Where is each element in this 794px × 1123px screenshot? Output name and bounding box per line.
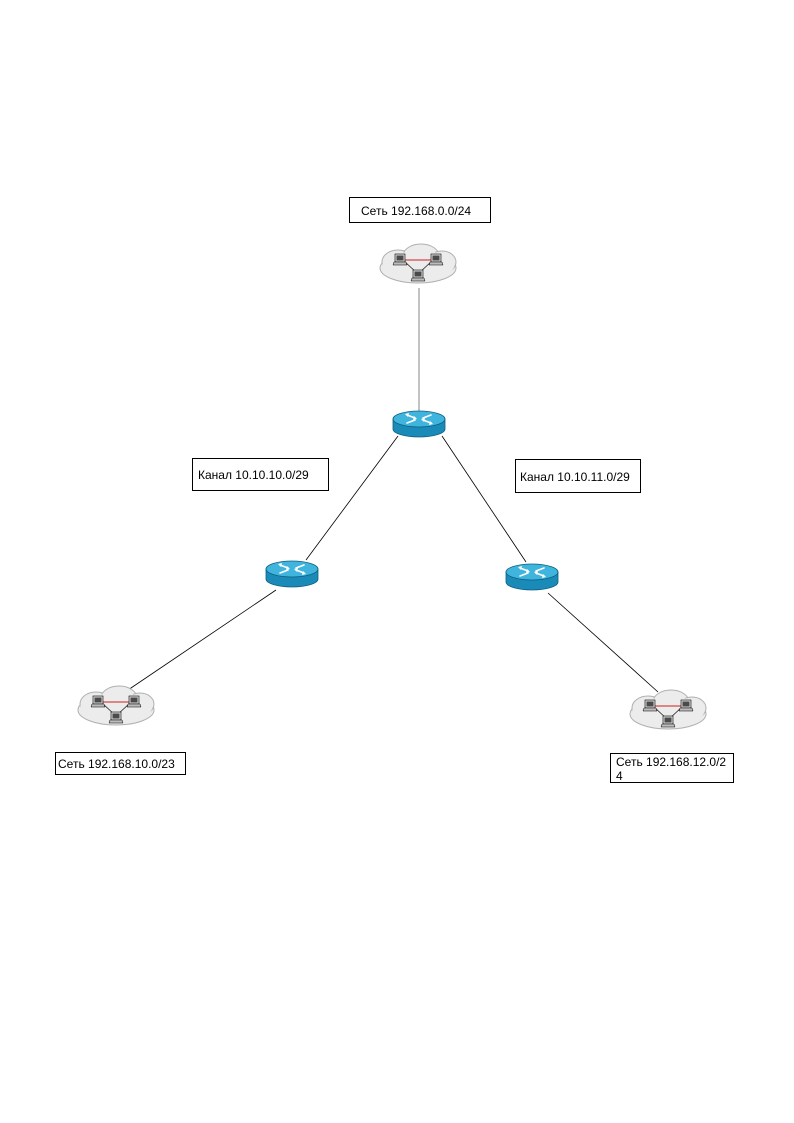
router-icon: [265, 560, 319, 588]
lan-cloud-icon: [78, 686, 154, 725]
channel-label-right: Канал 10.10.11.0/29: [515, 459, 641, 493]
link-channel-left: [305, 435, 399, 561]
network-label-right: Сеть 192.168.12.0/24: [610, 753, 734, 783]
link-left-lan: [127, 589, 277, 691]
router-icon: [505, 563, 559, 591]
network-label-left: Сеть 192.168.10.0/23: [55, 752, 186, 775]
channel-label-left: Канал 10.10.10.0/29: [192, 458, 329, 491]
router-icon: [392, 410, 446, 438]
lan-cloud-icon: [630, 690, 706, 729]
link-channel-right: [441, 435, 527, 563]
link-right-lan: [547, 592, 659, 693]
lan-cloud-icon: [380, 244, 456, 283]
network-label-top: Сеть 192.168.0.0/24: [349, 197, 491, 223]
